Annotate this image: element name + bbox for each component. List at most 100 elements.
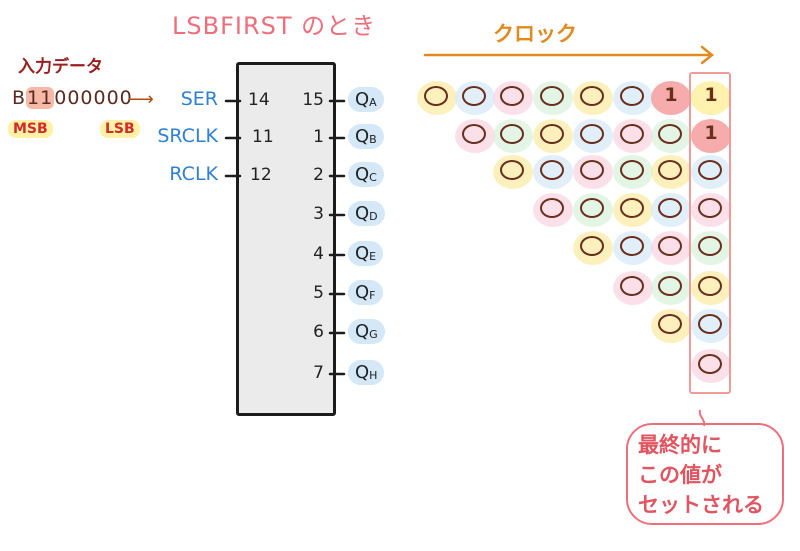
grid-cell xyxy=(455,119,495,153)
grid-cell xyxy=(613,155,653,189)
grid-digit-zero xyxy=(698,314,722,334)
callout-bubble xyxy=(626,423,784,525)
grid-digit-zero xyxy=(462,86,486,106)
grid-digit-zero xyxy=(580,124,604,144)
grid-digit-zero xyxy=(540,160,564,180)
grid-cell xyxy=(691,231,731,265)
grid-digit-one: 1 xyxy=(704,84,718,106)
qe-pin-label: QE xyxy=(348,241,384,266)
grid-digit-zero xyxy=(658,160,682,180)
grid-cell xyxy=(573,193,613,227)
qf-pin-number: 5 xyxy=(313,283,324,303)
grid-cell xyxy=(533,193,573,227)
grid-digit-zero xyxy=(658,124,682,144)
msb-badge: MSB xyxy=(8,120,53,138)
grid-cell xyxy=(493,155,533,189)
input-data-label: 入力データ xyxy=(18,57,103,77)
grid-cell-highlight xyxy=(651,81,691,115)
qa-pin-number: 15 xyxy=(302,90,324,110)
grid-cell xyxy=(691,193,731,227)
input-ones: 11 xyxy=(26,87,55,109)
rclk-pin-number: 12 xyxy=(250,165,272,185)
grid-cell xyxy=(533,119,573,153)
grid-digit-zero xyxy=(658,276,682,296)
grid-cell xyxy=(533,155,573,189)
grid-digit-zero xyxy=(620,124,644,144)
qe-pin-number: 4 xyxy=(313,244,324,264)
qd-pin-number: 3 xyxy=(313,204,324,224)
grid-digit-zero xyxy=(698,236,722,256)
grid-digit-zero xyxy=(580,198,604,218)
grid-digit-zero xyxy=(462,124,486,144)
grid-cell xyxy=(651,155,691,189)
grid-cell xyxy=(613,81,653,115)
grid-cell xyxy=(417,81,457,115)
grid-digit-zero xyxy=(580,86,604,106)
grid-digit-zero xyxy=(658,236,682,256)
grid-cell xyxy=(691,309,731,343)
grid-cell xyxy=(493,81,533,115)
grid-cell xyxy=(613,231,653,265)
grid-digit-zero xyxy=(620,198,644,218)
grid-digit-zero xyxy=(580,160,604,180)
grid-cell xyxy=(651,309,691,343)
grid-cell xyxy=(455,81,495,115)
grid-digit-zero xyxy=(540,86,564,106)
grid-cell xyxy=(573,231,613,265)
qb-pin-number: 1 xyxy=(313,127,324,147)
grid-digit-zero xyxy=(580,236,604,256)
grid-cell xyxy=(573,119,613,153)
grid-digit-zero xyxy=(500,86,524,106)
rclk-pin-label: RCLK xyxy=(169,163,218,185)
page-title: LSBFIRST のとき xyxy=(172,12,377,40)
grid-digit-zero xyxy=(698,354,722,374)
grid-digit-zero xyxy=(540,124,564,144)
qc-pin-label: QC xyxy=(348,162,384,187)
grid-cell xyxy=(651,193,691,227)
grid-digit-one: 1 xyxy=(664,84,678,106)
grid-cell: 1 xyxy=(651,81,691,115)
grid-digit-zero xyxy=(698,160,722,180)
input-arrow-icon: ⟶ xyxy=(128,89,154,110)
qf-pin-label: QF xyxy=(348,280,383,305)
grid-cell xyxy=(493,119,533,153)
grid-cell xyxy=(533,81,573,115)
qb-pin-label: QB xyxy=(348,124,384,149)
grid-digit-zero xyxy=(620,160,644,180)
grid-digit-zero xyxy=(620,236,644,256)
grid-digit-zero xyxy=(620,86,644,106)
grid-cell xyxy=(613,119,653,153)
callout-text: 最終的に この値が セットされる xyxy=(638,430,772,520)
grid-digit-zero xyxy=(620,276,644,296)
grid-cell xyxy=(613,271,653,305)
grid-digit-zero xyxy=(658,314,682,334)
grid-cell xyxy=(691,349,731,383)
callout-line-2: この値が xyxy=(638,463,722,487)
grid-cell xyxy=(651,271,691,305)
lsb-badge: LSB xyxy=(100,120,140,138)
callout-line-3: セットされる xyxy=(638,493,764,517)
grid-cell xyxy=(691,271,731,305)
qg-pin-label: QG xyxy=(348,319,385,344)
shift-register-chip xyxy=(236,62,336,416)
srclk-pin-label: SRCLK xyxy=(157,125,218,147)
clock-arrow-head xyxy=(700,45,715,65)
ser-pin-number: 14 xyxy=(248,90,270,110)
qd-pin-label: QD xyxy=(348,201,385,226)
grid-digit-zero xyxy=(698,198,722,218)
grid-digit-zero xyxy=(500,160,524,180)
grid-cell xyxy=(651,231,691,265)
grid-cell xyxy=(573,155,613,189)
grid-digit-zero xyxy=(698,276,722,296)
grid-cell-highlight xyxy=(691,119,731,153)
qh-pin-label: QH xyxy=(348,360,385,385)
clock-label: クロック xyxy=(493,22,577,46)
grid-cell xyxy=(613,193,653,227)
grid-digit-zero xyxy=(500,124,524,144)
qc-pin-number: 2 xyxy=(313,165,324,185)
qh-pin-number: 7 xyxy=(313,363,324,383)
final-value-column xyxy=(689,72,731,394)
callout-line-1: 最終的に xyxy=(638,433,722,457)
grid-cell xyxy=(573,81,613,115)
